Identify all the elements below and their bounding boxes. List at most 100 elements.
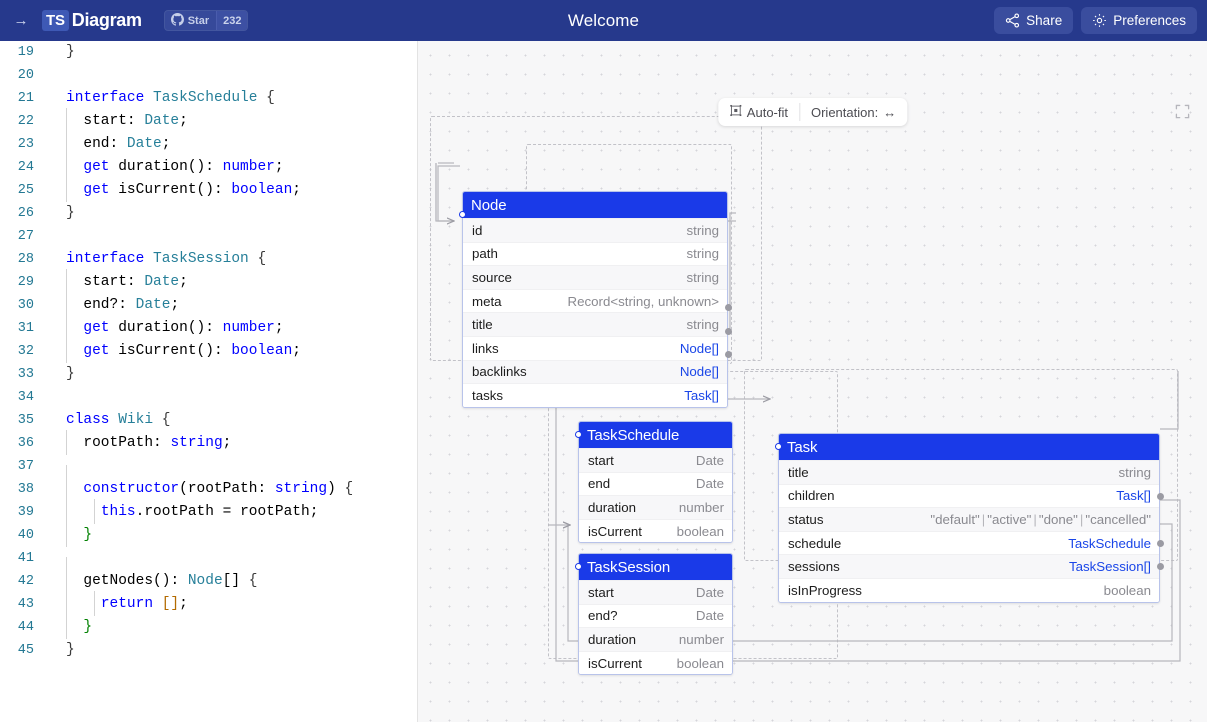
share-nodes-icon	[1005, 13, 1020, 28]
entity-field-row[interactable]: duration number	[579, 495, 732, 519]
line-text: end: Date;	[46, 131, 417, 156]
editor-scroll-thumb[interactable]	[406, 41, 416, 641]
entity-field-type[interactable]: Task[]	[684, 387, 719, 403]
entity-field-type: Record<string, unknown>	[567, 293, 719, 309]
anchor-node-header	[459, 211, 466, 218]
line-text: }	[46, 522, 417, 547]
code-line: 37	[0, 455, 417, 490]
line-number: 40	[17, 528, 34, 543]
editor-scrollbar[interactable]	[403, 41, 417, 722]
entity-field-type: number	[678, 499, 724, 515]
line-number: 36	[17, 436, 34, 451]
entity-field-type[interactable]: Node[]	[679, 340, 719, 356]
orientation-button[interactable]: Orientation: ↔	[800, 98, 907, 126]
auto-fit-button[interactable]: Auto-fit	[718, 98, 799, 126]
header-left-group: → TS Diagram Star 232	[0, 10, 249, 32]
entity-field-name: tasks	[472, 387, 504, 403]
line-number: 25	[17, 183, 34, 198]
indent-guide	[66, 614, 67, 639]
entity-field-type[interactable]: Node[]	[679, 364, 719, 380]
share-label: Share	[1026, 13, 1063, 28]
share-button[interactable]: Share	[994, 7, 1074, 34]
diagram-canvas[interactable]: Auto-fit Orientation: ↔	[418, 41, 1207, 722]
line-number: 44	[17, 620, 34, 635]
preferences-button[interactable]: Preferences	[1081, 7, 1197, 34]
line-number: 23	[17, 137, 34, 152]
entity-field-name: links	[472, 340, 499, 356]
fullscreen-button[interactable]	[1169, 98, 1195, 124]
preferences-label: Preferences	[1113, 13, 1186, 28]
entity-field-name: title	[788, 464, 809, 480]
indent-guide	[66, 591, 67, 616]
entity-field-type[interactable]: Task[]	[1116, 488, 1151, 504]
indent-guide	[66, 315, 67, 340]
line-text: getNodes(): Node[] {	[46, 568, 417, 593]
line-number: 26	[17, 206, 34, 221]
line-text: return [];	[46, 591, 417, 616]
indent-guide	[94, 499, 95, 524]
entity-field-type[interactable]: TaskSchedule	[1068, 535, 1151, 551]
code-line: 33}	[0, 363, 417, 386]
entity-node-header[interactable]: Node	[463, 192, 727, 218]
auto-fit-label: Auto-fit	[746, 104, 788, 120]
entity-tasksession-header[interactable]: TaskSession	[579, 554, 732, 580]
code-line: 20	[0, 64, 417, 87]
anchor-task-schedule	[1157, 540, 1164, 547]
entity-taskschedule-header[interactable]: TaskSchedule	[579, 422, 732, 448]
line-number: 41	[17, 551, 34, 566]
github-star-badge[interactable]: Star 232	[163, 10, 249, 31]
line-text: }	[66, 366, 75, 382]
entity-field-row[interactable]: tasks Task[]	[463, 383, 727, 407]
brand-name: Diagram	[71, 10, 142, 30]
line-text: rootPath: string;	[46, 430, 417, 455]
entity-field-type[interactable]: TaskSession[]	[1068, 559, 1151, 575]
anchor-node-backlinks	[725, 328, 732, 335]
anchor-task-header	[775, 443, 782, 450]
line-text: }	[46, 614, 417, 639]
entity-field-row[interactable]: links Node[]	[463, 335, 727, 360]
github-star-label: Star	[187, 14, 210, 27]
code-line: 36 rootPath: string;	[0, 430, 417, 455]
entity-field-type: Date	[695, 584, 724, 600]
entity-field-name: isCurrent	[588, 655, 642, 671]
entity-field-name: end	[588, 476, 611, 492]
entity-field-type: string	[686, 246, 719, 262]
code-line: 23 end: Date;	[0, 131, 417, 156]
line-text: }	[66, 205, 75, 221]
arrow-right-icon[interactable]: →	[13, 12, 29, 29]
entity-field-name: duration	[588, 631, 637, 647]
entity-field-name: duration	[588, 499, 637, 515]
entity-task-header[interactable]: Task	[779, 434, 1159, 460]
line-number: 39	[17, 505, 34, 520]
entity-field-row[interactable]: status"default"|"active"|"done"|"cancell…	[779, 507, 1159, 531]
code-line: 40 }	[0, 522, 417, 547]
entity-field-row[interactable]: end?Date	[579, 603, 732, 628]
code-line: 19}	[0, 41, 417, 64]
line-number: 42	[17, 574, 34, 589]
brand-logo[interactable]: TS Diagram	[42, 10, 142, 31]
